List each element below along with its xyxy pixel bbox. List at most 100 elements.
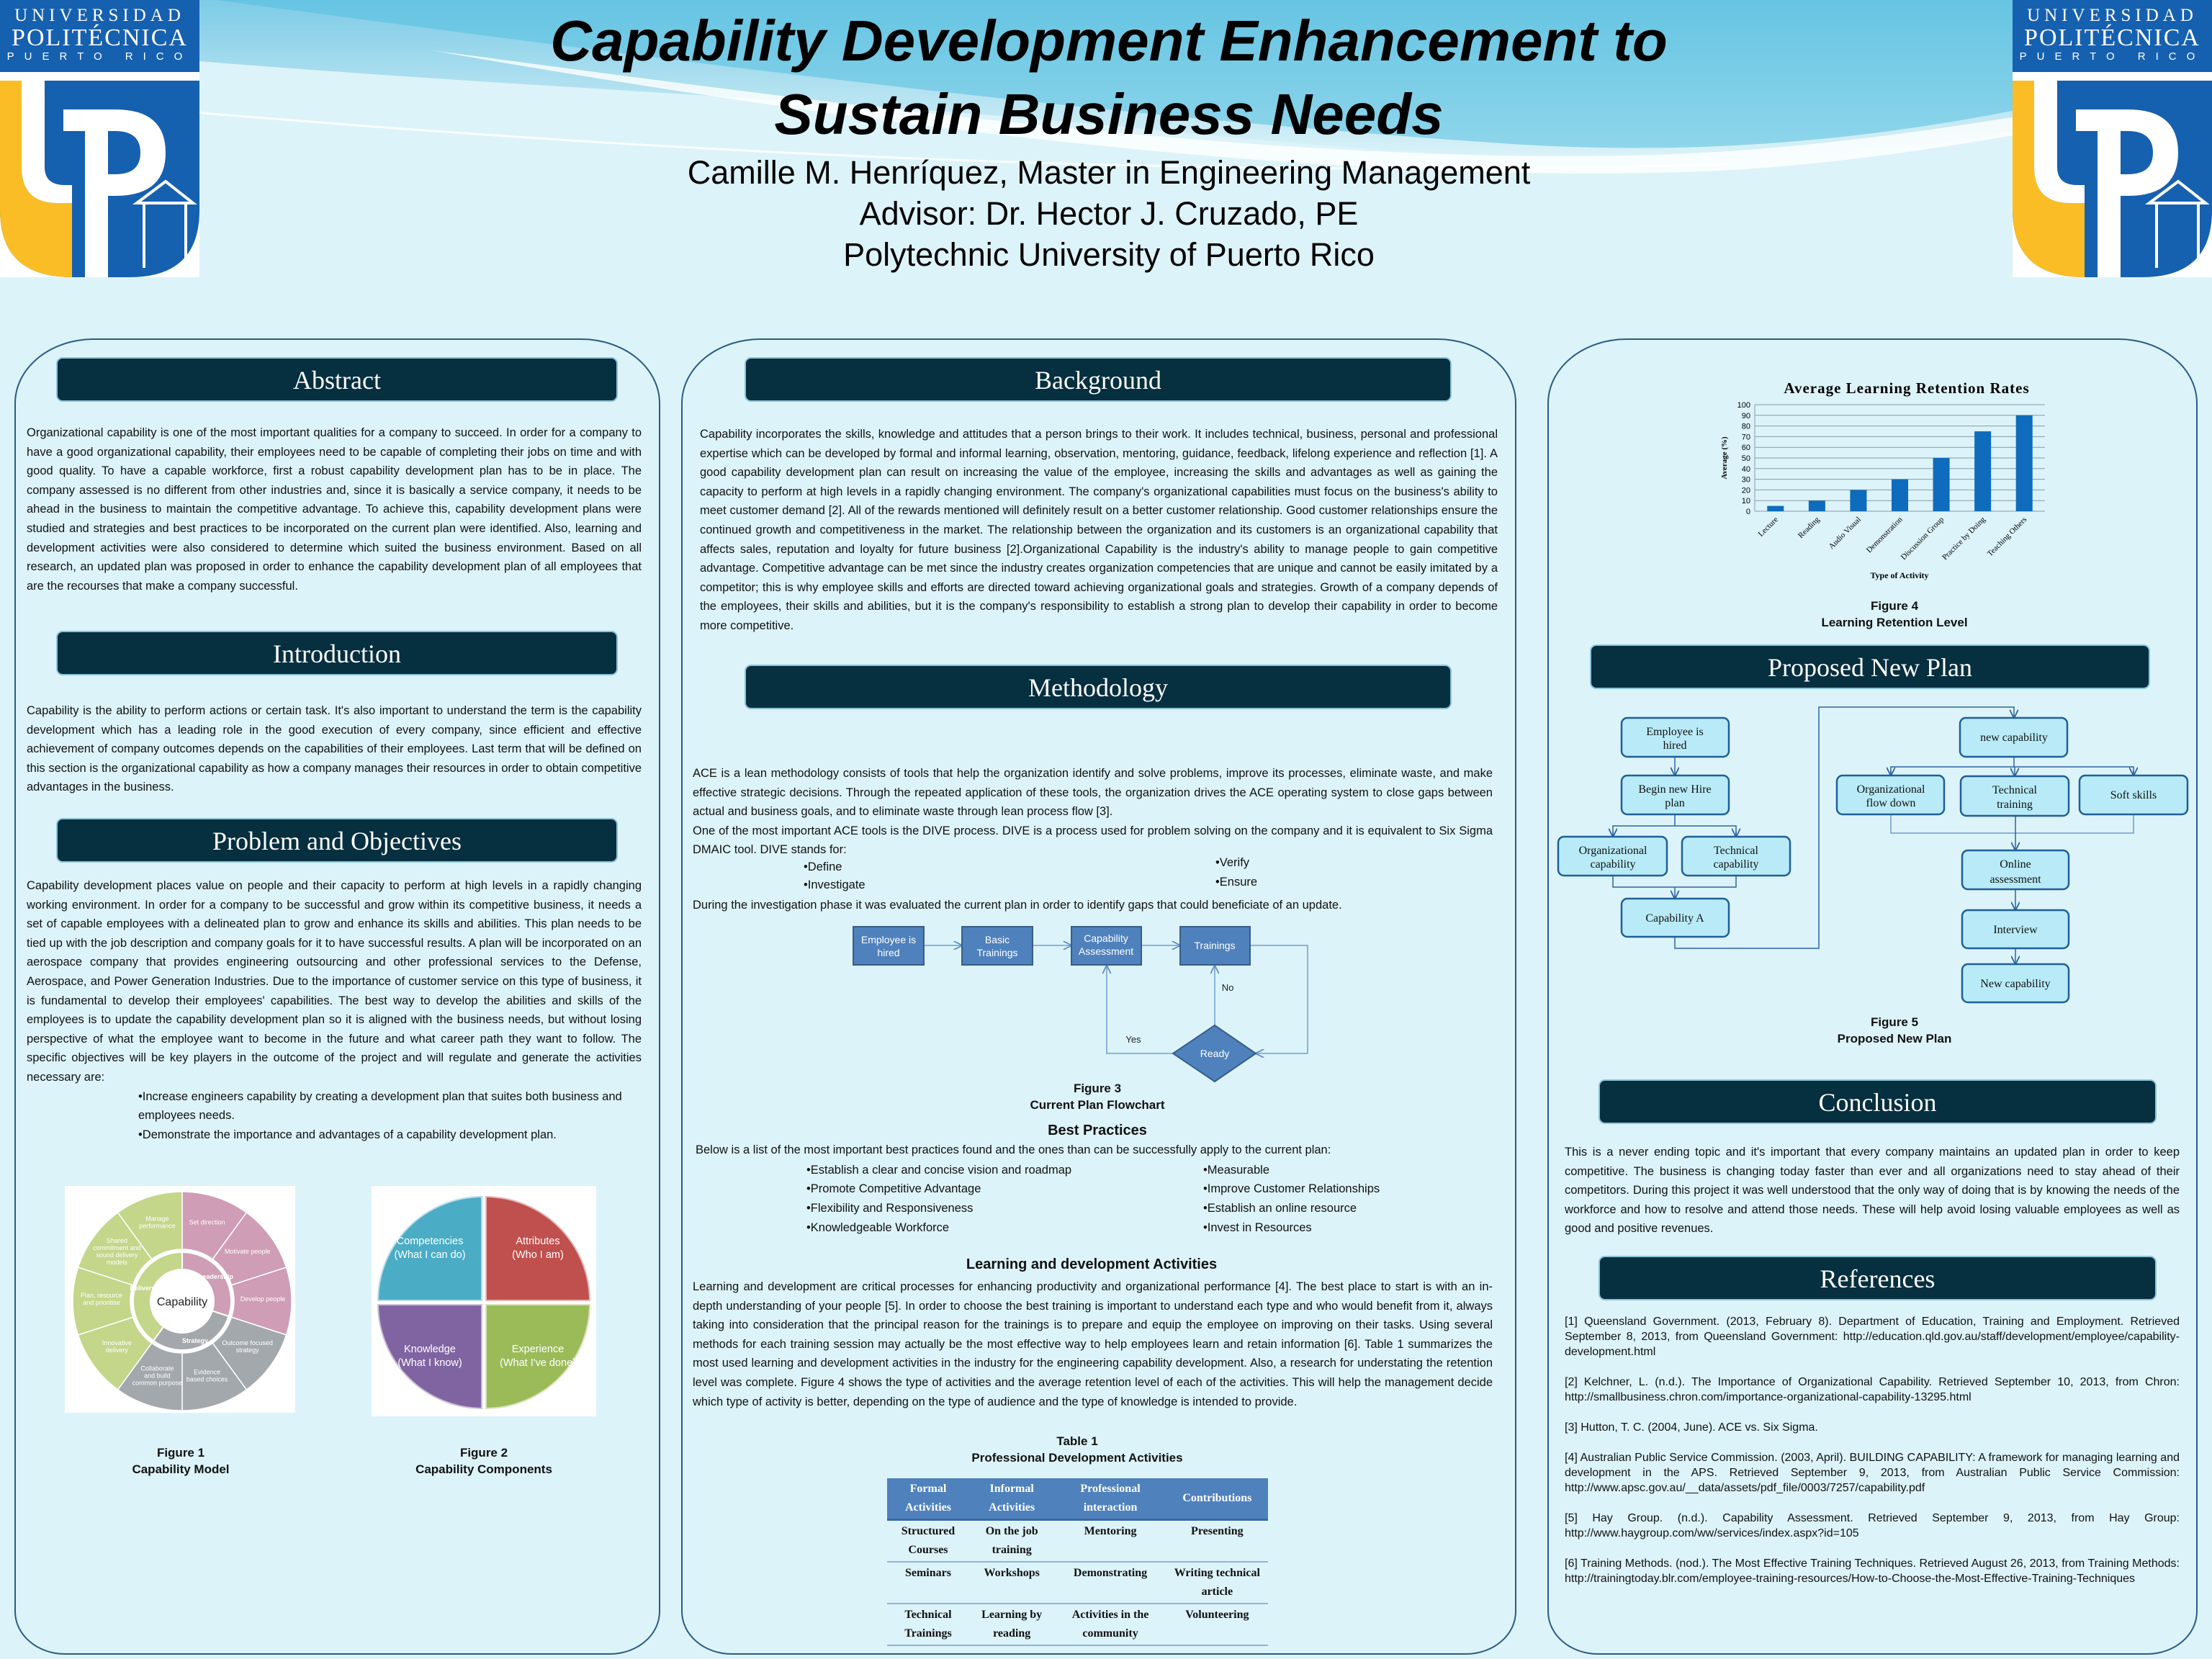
- reference-item: [3] Hutton, T. C. (2004, June). ACE vs. …: [1565, 1421, 1818, 1434]
- node-label: Technical: [1714, 845, 1759, 857]
- title-line: Capability Development Enhancement to: [550, 9, 1668, 73]
- bar-practice-by-doing: [1974, 431, 1992, 511]
- flow-node-ready: [1172, 1024, 1257, 1083]
- ring-label: Strategy: [182, 1337, 208, 1344]
- x-tick-label: Audio Visual: [1827, 516, 1863, 552]
- poster-title: Capability Development Enhancement to Su…: [360, 4, 1858, 151]
- introduction-text: Capability is the ability to perform act…: [27, 704, 642, 794]
- flow-node-basic-trainings: [961, 926, 1033, 966]
- table-cell: On the job training: [968, 1519, 1055, 1563]
- best-practice-item: •Flexibility and Responsiveness: [806, 1202, 974, 1215]
- problem-section: Capability development places value on p…: [27, 876, 642, 1144]
- best-practices-intro: Below is a list of the most important be…: [696, 1143, 1331, 1156]
- proposed-plan-heading: Proposed New Plan: [1590, 644, 2150, 689]
- x-tick-label: Discussion Group: [1899, 515, 1946, 562]
- y-axis-label: Average (%): [1720, 436, 1729, 480]
- background-text: Capability incorporates the skills, know…: [700, 428, 1498, 632]
- methodology-text: ACE is a lean methodology consists of to…: [693, 764, 1493, 860]
- caption-title: Current Plan Flowchart: [1030, 1098, 1165, 1112]
- caption-title: Professional Development Activities: [971, 1451, 1183, 1465]
- y-tick-label: 40: [1742, 465, 1750, 474]
- dive-step: •Verify: [1215, 856, 1250, 869]
- best-practice-item: •Knowledgeable Workforce: [806, 1221, 950, 1234]
- y-tick-label: 100: [1737, 401, 1750, 410]
- node-label: new capability: [1980, 732, 2048, 744]
- plan-node-org-capability: [1557, 835, 1668, 877]
- column-header: Informal Activities: [968, 1478, 1055, 1521]
- plan-node-capability-a: [1620, 897, 1730, 938]
- table-cell: Technical Trainings: [887, 1604, 969, 1646]
- abstract-text: Organizational capability is one of the …: [27, 426, 642, 593]
- node-label: Interview: [1993, 924, 2038, 936]
- learning-heading: Learning and development Activities: [966, 1256, 1218, 1272]
- y-tick-label: 60: [1742, 444, 1750, 452]
- wheel-center-label: Capability: [157, 1296, 207, 1308]
- x-axis-label: Type of Activity: [1870, 570, 1928, 580]
- table-cell: Seminars: [887, 1562, 969, 1604]
- caption-number: Figure 3: [1073, 1082, 1122, 1095]
- x-tick-label: Teaching Others: [1986, 516, 2029, 559]
- table-row: Seminars Workshops Demonstrating Writing…: [887, 1562, 1268, 1604]
- retention-bar-chart: Average Learning Retention Rates01020304…: [1720, 379, 2045, 580]
- caption-title: Capability Model: [132, 1462, 230, 1476]
- plan-node-interview: [1961, 909, 2070, 950]
- plan-node-tech-capability: [1681, 835, 1791, 877]
- capability-components-figure: Competencies(What I can do) Attributes(W…: [372, 1186, 596, 1416]
- caption-number: Figure 1: [156, 1446, 205, 1460]
- reference-item: [2] Kelchner, L. (n.d.). The Importance …: [1565, 1376, 2180, 1403]
- wheel-segment: [117, 1191, 183, 1260]
- figure2-caption: Figure 2 Capability Components: [383, 1444, 585, 1478]
- caption-number: Figure 5: [1870, 1015, 1919, 1029]
- plan-node-soft-skills: [2078, 774, 2189, 816]
- column-header: Contributions: [1166, 1478, 1268, 1521]
- x-tick-label: Demonstration: [1865, 515, 1905, 554]
- column-header: Professional interaction: [1054, 1478, 1166, 1521]
- best-practice-item: •Invest in Resources: [1203, 1221, 1312, 1234]
- professional-development-table: Formal Activities Informal Activities Pr…: [887, 1478, 1268, 1646]
- y-tick-label: 20: [1742, 486, 1750, 495]
- node-label: plan: [1665, 797, 1685, 809]
- current-plan-flowchart: Employee is hired Basic Trainings Capabi…: [853, 926, 1308, 1083]
- node-label: Employee is: [1646, 726, 1704, 738]
- node-label: Soft skills: [2110, 789, 2157, 801]
- plan-node-new-capability-final: [1961, 963, 2070, 1004]
- table-cell: Mentoring: [1054, 1519, 1166, 1563]
- segment-label: Set direction: [189, 1218, 225, 1226]
- node-label: Ready: [1200, 1048, 1229, 1059]
- best-practice-item: •Measurable: [1203, 1164, 1269, 1177]
- figure3-caption: Figure 3 Current Plan Flowchart: [953, 1080, 1241, 1113]
- caption-title: Proposed New Plan: [1837, 1032, 1952, 1046]
- node-label: Capability: [1084, 932, 1128, 944]
- plan-node-online-assessment: [1961, 849, 2070, 891]
- dive-step: •Define: [804, 860, 842, 873]
- ring-label: Leadership: [199, 1273, 234, 1280]
- node-label: Trainings: [976, 947, 1017, 958]
- node-label: capability: [1713, 858, 1758, 871]
- references-heading: References: [1599, 1256, 2157, 1300]
- plan-node-begin: [1620, 774, 1730, 816]
- table-cell: Learning by reading: [968, 1604, 1055, 1646]
- table-cell: Activities in the community: [1054, 1604, 1166, 1646]
- abstract-heading: Abstract: [56, 357, 618, 402]
- flow-node-trainings: [1179, 926, 1251, 966]
- plan-node-tech-training: [1959, 775, 2070, 817]
- segment-label: Motivate people: [225, 1248, 271, 1255]
- conclusion-text: This is a never ending topic and it's im…: [1565, 1146, 2180, 1236]
- node-label: training: [1997, 799, 2033, 811]
- quadrant-title: Competencies: [396, 1236, 464, 1247]
- introduction-heading: Introduction: [56, 631, 618, 675]
- quadrant-sub: (What I can do): [394, 1249, 466, 1261]
- reference-item: [4] Australian Public Service Commission…: [1565, 1452, 2180, 1494]
- best-practice-item: •Establish an online resource: [1203, 1202, 1357, 1215]
- x-tick-label: Lecture: [1757, 516, 1780, 539]
- y-tick-label: 90: [1742, 412, 1750, 421]
- y-tick-label: 10: [1742, 497, 1750, 505]
- node-label: hired: [877, 947, 899, 958]
